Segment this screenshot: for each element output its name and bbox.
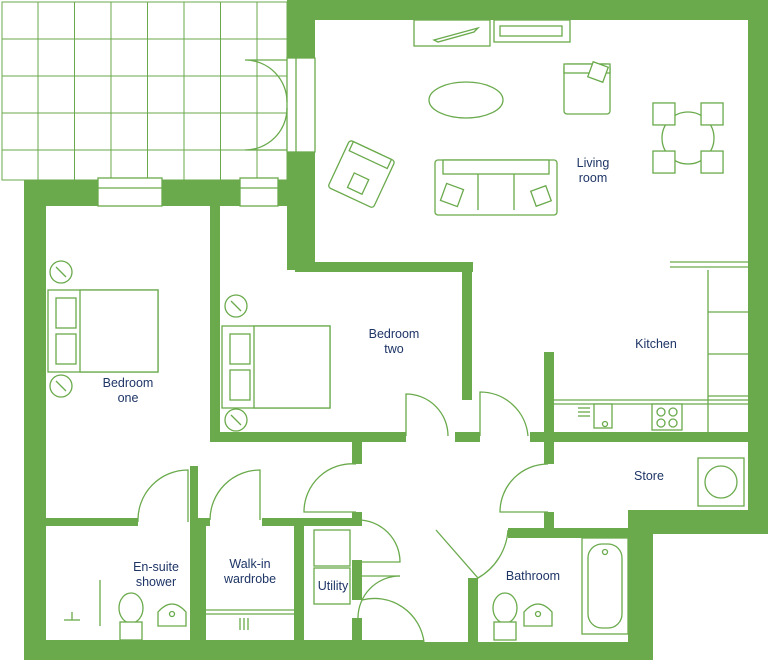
hob-icon xyxy=(651,403,683,431)
door-swing-icon xyxy=(137,59,549,643)
bathtub-icon xyxy=(581,537,629,635)
label-line: Kitchen xyxy=(635,337,677,351)
label-kitchen: Kitchen xyxy=(635,337,677,351)
label-store: Store xyxy=(634,469,664,483)
sofa-icon xyxy=(434,159,558,216)
label-line: two xyxy=(384,342,404,356)
basin-icon xyxy=(64,603,553,627)
label-line: Store xyxy=(634,469,664,483)
label-line: one xyxy=(118,391,139,405)
label-line: Living xyxy=(577,156,610,170)
dining-table-icon xyxy=(652,102,724,174)
armchair-icon xyxy=(328,60,611,208)
label-line: Bathroom xyxy=(506,569,560,583)
bedside-lamp-icon xyxy=(49,260,248,432)
label-line: En-suite xyxy=(133,560,179,574)
label-bathroom: Bathroom xyxy=(506,569,560,583)
sideboard xyxy=(413,19,571,47)
windows xyxy=(97,57,748,626)
kitchen-units xyxy=(554,270,748,432)
terrace-grid xyxy=(1,1,288,181)
walls xyxy=(24,0,768,660)
label-utility: Utility xyxy=(318,579,349,593)
label-line: wardrobe xyxy=(223,572,276,586)
wardrobe-rail xyxy=(206,609,294,630)
label-line: Utility xyxy=(318,579,349,593)
label-line: Bedroom xyxy=(103,376,154,390)
double-bed-icon xyxy=(47,289,331,409)
washing-machine-icon xyxy=(313,457,745,605)
label-line: Bedroom xyxy=(369,327,420,341)
coffee-table-icon xyxy=(428,81,504,119)
toilet-icon xyxy=(118,592,518,641)
sink-icon xyxy=(578,403,613,429)
label-line: room xyxy=(579,171,607,185)
label-line: Walk-in xyxy=(229,557,270,571)
label-line: shower xyxy=(136,575,176,589)
